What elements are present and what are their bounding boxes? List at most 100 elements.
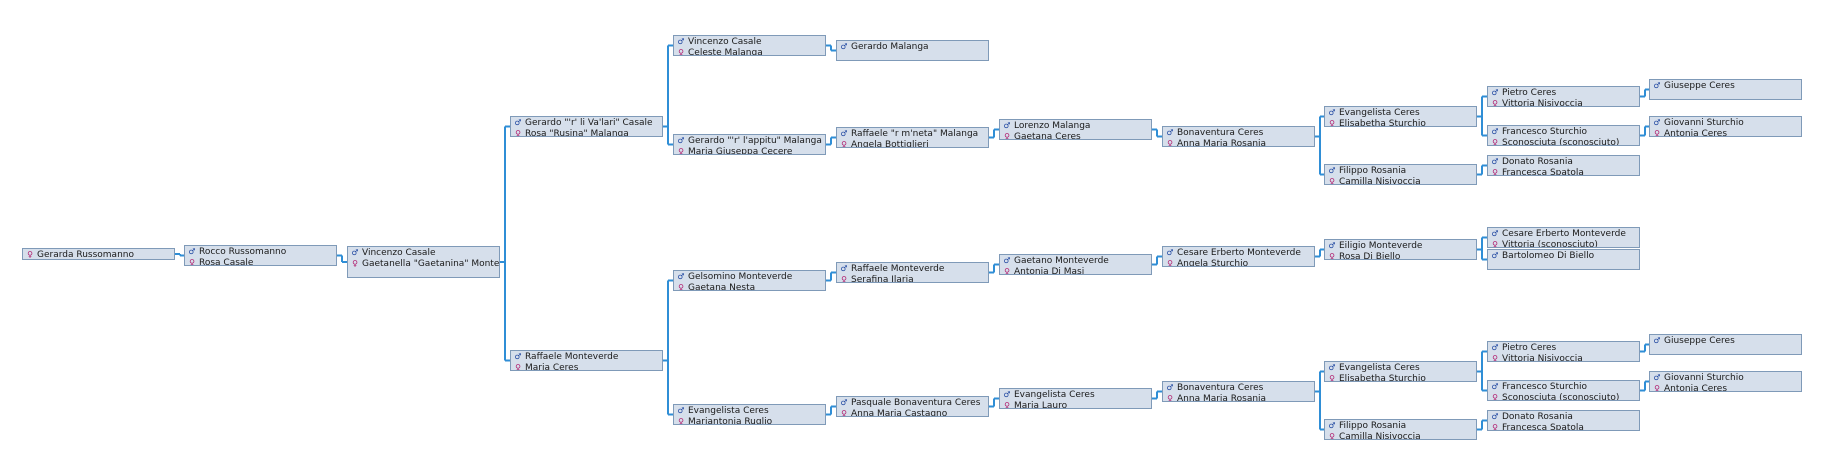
female-symbol-icon: ♀ bbox=[1329, 118, 1335, 127]
person-male: ♂Evangelista Ceres bbox=[1003, 390, 1148, 401]
family-card[interactable]: ♂Filippo Rosania♀Camilla Nisivoccia bbox=[1324, 419, 1477, 440]
family-card[interactable]: ♂Giuseppe Ceres bbox=[1649, 79, 1802, 100]
person-name: Gaetana Nesta bbox=[688, 282, 756, 291]
person-name: Elisabetha Sturchio bbox=[1339, 118, 1426, 127]
person-name: Giovanni Sturchio bbox=[1664, 118, 1744, 128]
person-name: Vittoria Nisivoccia bbox=[1502, 353, 1583, 362]
person-name: Rocco Russomanno bbox=[199, 247, 287, 257]
family-card[interactable]: ♂Raffaele "r m'neta" Malanga♀Angela Bott… bbox=[836, 127, 989, 148]
female-symbol-icon: ♀ bbox=[1329, 373, 1335, 382]
family-card[interactable]: ♂Giuseppe Ceres bbox=[1649, 334, 1802, 355]
family-card[interactable]: ♂Bonaventura Ceres♀Anna Maria Rosania bbox=[1162, 381, 1315, 402]
male-symbol-icon: ♂ bbox=[840, 129, 848, 138]
family-card[interactable]: ♂Vincenzo Casale♀Gaetanella "Gaetanina" … bbox=[347, 246, 500, 278]
person-female: ♀Antonia Ceres bbox=[1653, 383, 1798, 392]
person-male: ♂Bonaventura Ceres bbox=[1166, 128, 1311, 139]
person-male: ♂Giovanni Sturchio bbox=[1653, 373, 1798, 384]
family-card[interactable]: ♂Lorenzo Malanga♀Gaetana Ceres bbox=[999, 119, 1152, 140]
male-symbol-icon: ♂ bbox=[1491, 382, 1499, 391]
person-male: ♂Cesare Erberto Monteverde bbox=[1491, 229, 1636, 240]
person-name: Celeste Malanga bbox=[688, 47, 763, 56]
family-card[interactable]: ♂Cesare Erberto Monteverde ♀ Angela Sturch… bbox=[1162, 246, 1315, 267]
family-card[interactable]: ♂Cesare Erberto Monteverde♀Vittoria (sco… bbox=[1487, 227, 1640, 248]
person-name: Anna Maria Rosania bbox=[1177, 393, 1267, 402]
person-name: Bonaventura Ceres bbox=[1177, 128, 1264, 138]
person-name: Filippo Rosania bbox=[1339, 421, 1407, 431]
female-symbol-icon: ♀ bbox=[1167, 393, 1173, 402]
family-card[interactable]: ♂Rocco Russomanno♀Rosa Casale bbox=[184, 245, 337, 266]
male-symbol-icon: ♂ bbox=[514, 118, 522, 127]
person-male: ♂Evangelista Ceres bbox=[1328, 108, 1473, 119]
person-female: ♀Elisabetha Sturchio bbox=[1328, 373, 1473, 382]
family-card[interactable]: ♂Bonaventura Ceres♀Anna Maria Rosania bbox=[1162, 126, 1315, 147]
person-female: ♀Francesca Spatola bbox=[1491, 422, 1636, 431]
female-symbol-icon: ♀ bbox=[352, 258, 358, 268]
person-female: ♀Francesca Spatola bbox=[1491, 168, 1636, 176]
family-card[interactable]: ♂Gelsomino Monteverde♀Gaetana Nesta bbox=[673, 270, 826, 291]
family-card[interactable]: ♂Giovanni Sturchio♀Antonia Ceres bbox=[1649, 116, 1802, 137]
person-name: Filippo Rosania bbox=[1339, 166, 1407, 176]
family-card[interactable]: ♂Gaetano Monteverde♀Antonia Di Masi bbox=[999, 254, 1152, 275]
male-symbol-icon: ♂ bbox=[1328, 108, 1336, 117]
family-card[interactable]: ♂Pietro Ceres♀Vittoria Nisivoccia bbox=[1487, 86, 1640, 107]
family-card[interactable]: ♂Evangelista Ceres♀Maria Lauro bbox=[999, 388, 1152, 409]
family-card[interactable]: ♂Bartolomeo Di Biello bbox=[1487, 249, 1640, 270]
female-symbol-icon: ♀ bbox=[1167, 258, 1173, 267]
family-card[interactable]: ♂Donato Rosania♀Francesca Spatola bbox=[1487, 155, 1640, 176]
person-name: Maria Lauro bbox=[1014, 400, 1068, 409]
family-card[interactable]: ♂Evangelista Ceres♀Elisabetha Sturchio bbox=[1324, 361, 1477, 382]
person-male: ♂Filippo Rosania bbox=[1328, 421, 1473, 432]
person-name: Evangelista Ceres bbox=[1339, 108, 1420, 118]
female-symbol-icon: ♀ bbox=[1329, 251, 1335, 260]
male-symbol-icon: ♂ bbox=[1653, 373, 1661, 382]
person-male: ♂Raffaele "r m'neta" Malanga bbox=[840, 129, 985, 140]
family-card[interactable]: ♂Eiligio Monteverde♀Rosa Di Biello bbox=[1324, 239, 1477, 260]
male-symbol-icon: ♂ bbox=[1166, 248, 1174, 257]
family-card[interactable]: ♂Donato Rosania♀Francesca Spatola bbox=[1487, 410, 1640, 431]
person-male: ♂Rocco Russomanno bbox=[188, 247, 333, 258]
person-name: Cesare Erberto Monteverde bbox=[1177, 248, 1301, 258]
male-symbol-icon: ♂ bbox=[1491, 157, 1499, 166]
person-female: ♀Sconosciuta (sconosciuto) bbox=[1491, 138, 1636, 146]
family-card[interactable]: ♂Vincenzo Casale♀Celeste Malanga bbox=[673, 35, 826, 56]
female-symbol-icon: ♀ bbox=[1654, 383, 1660, 392]
person-male: ♂Gerardo "'r' li Va'lari" Casale bbox=[514, 118, 659, 129]
person-male: ♂Vincenzo Casale bbox=[677, 37, 822, 48]
family-card[interactable]: ♂Evangelista Ceres♀Elisabetha Sturchio bbox=[1324, 106, 1477, 127]
person-name: Angela Sturchio bbox=[1177, 258, 1249, 267]
person-name: Giuseppe Ceres bbox=[1664, 336, 1735, 346]
person-male: ♂Giuseppe Ceres bbox=[1653, 81, 1798, 92]
family-card[interactable]: ♂Pietro Ceres♀Vittoria Nisivoccia bbox=[1487, 341, 1640, 362]
person-name: Vittoria Nisivoccia bbox=[1502, 98, 1583, 107]
family-card[interactable]: ♂Giovanni Sturchio♀Antonia Ceres bbox=[1649, 371, 1802, 392]
family-card[interactable]: ♂Gerardo Malanga bbox=[836, 40, 989, 61]
person-male: ♂Francesco Sturchio bbox=[1491, 127, 1636, 138]
person-male: ♂Donato Rosania bbox=[1491, 157, 1636, 168]
male-symbol-icon: ♂ bbox=[1003, 390, 1011, 399]
family-card[interactable]: ♂Francesco Sturchio♀Sconosciuta (sconosc… bbox=[1487, 380, 1640, 401]
family-card[interactable]: ♂Raffaele Monteverde♀Maria Ceres bbox=[510, 350, 663, 371]
family-card[interactable]: ♂Filippo Rosania♀Camilla Nisivoccia bbox=[1324, 164, 1477, 185]
person-female: ♀Gaetana Nesta bbox=[677, 282, 822, 291]
person-female: ♀Anna Maria Castagno bbox=[840, 409, 985, 417]
person-name: Francesca Spatola bbox=[1502, 422, 1584, 431]
family-card[interactable]: ♂Gerardo "'r' l'appitu" Malanga♀Maria Gi… bbox=[673, 134, 826, 155]
family-card[interactable]: ♀Gerarda Russomanno bbox=[22, 248, 175, 260]
person-name: Camilla Nisivoccia bbox=[1339, 431, 1421, 440]
male-symbol-icon: ♂ bbox=[1491, 343, 1499, 352]
family-card[interactable]: ♂Francesco Sturchio♀Sconosciuta (sconosc… bbox=[1487, 125, 1640, 146]
male-symbol-icon: ♂ bbox=[1328, 241, 1336, 250]
family-card[interactable]: ♂Raffaele Monteverde♀Serafina Ilaria bbox=[836, 262, 989, 283]
female-symbol-icon: ♀ bbox=[1004, 131, 1010, 140]
male-symbol-icon: ♂ bbox=[1653, 81, 1661, 90]
person-name: Gelsomino Monteverde bbox=[688, 272, 793, 282]
person-female: ♀Vittoria (sconosciuto) bbox=[1491, 240, 1636, 248]
person-name: Camilla Nisivoccia bbox=[1339, 176, 1421, 185]
family-card[interactable]: ♂Gerardo "'r' li Va'lari" Casale♀Rosa "R… bbox=[510, 116, 663, 137]
person-name: Evangelista Ceres bbox=[1339, 363, 1420, 373]
family-card[interactable]: ♂Evangelista Ceres♀Mariantonia Ruglio bbox=[673, 404, 826, 425]
person-female: ♀Rosa Casale bbox=[188, 258, 333, 266]
family-card[interactable]: ♂Pasquale Bonaventura Ceres♀Anna Maria C… bbox=[836, 396, 989, 417]
person-name: Gerardo "'r' li Va'lari" Casale bbox=[525, 118, 653, 128]
